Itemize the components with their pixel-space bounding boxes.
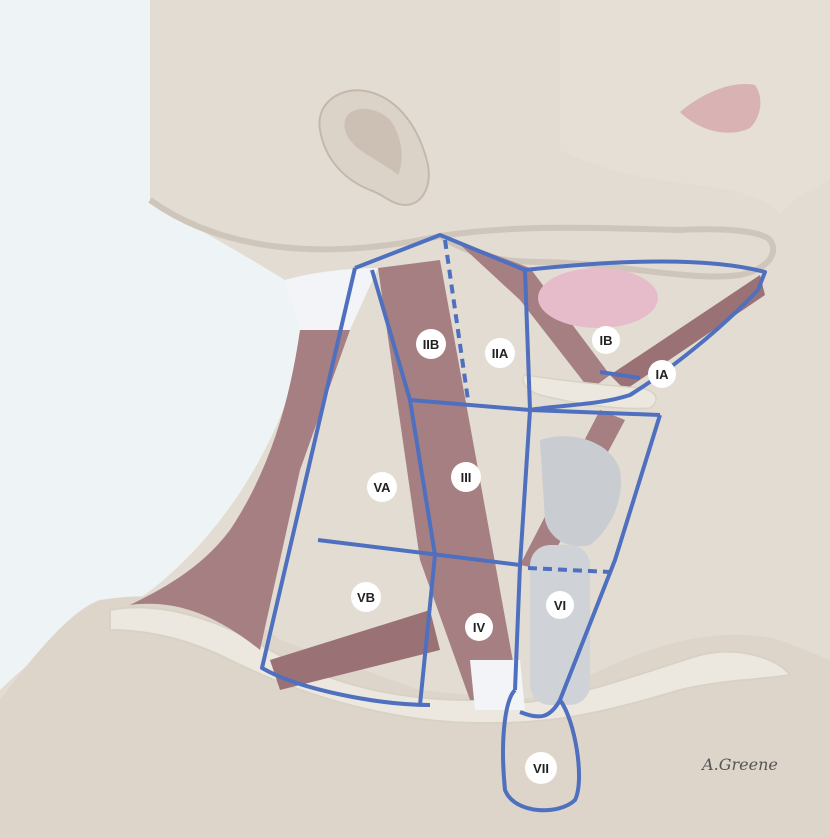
artist-signature: A.Greene	[700, 755, 778, 774]
label-IV: IV	[465, 613, 493, 641]
label-text-IIA: IIA	[492, 346, 509, 361]
label-text-VII: VII	[533, 761, 549, 776]
label-III: III	[451, 462, 481, 492]
label-text-III: III	[461, 470, 472, 485]
label-text-IA: IA	[656, 367, 670, 382]
label-VII: VII	[525, 752, 557, 784]
label-IA: IA	[648, 360, 676, 388]
label-text-IV: IV	[473, 620, 486, 635]
label-text-VI: VI	[554, 598, 566, 613]
label-text-VB: VB	[357, 590, 375, 605]
label-VA: VA	[367, 472, 397, 502]
submandibular-gland	[538, 268, 658, 328]
label-text-IIB: IIB	[423, 337, 440, 352]
label-text-VA: VA	[373, 480, 391, 495]
label-IIA: IIA	[485, 338, 515, 368]
label-IIB: IIB	[416, 329, 446, 359]
label-IB: IB	[592, 326, 620, 354]
label-text-IB: IB	[600, 333, 613, 348]
label-VB: VB	[351, 582, 381, 612]
label-VI: VI	[546, 591, 574, 619]
